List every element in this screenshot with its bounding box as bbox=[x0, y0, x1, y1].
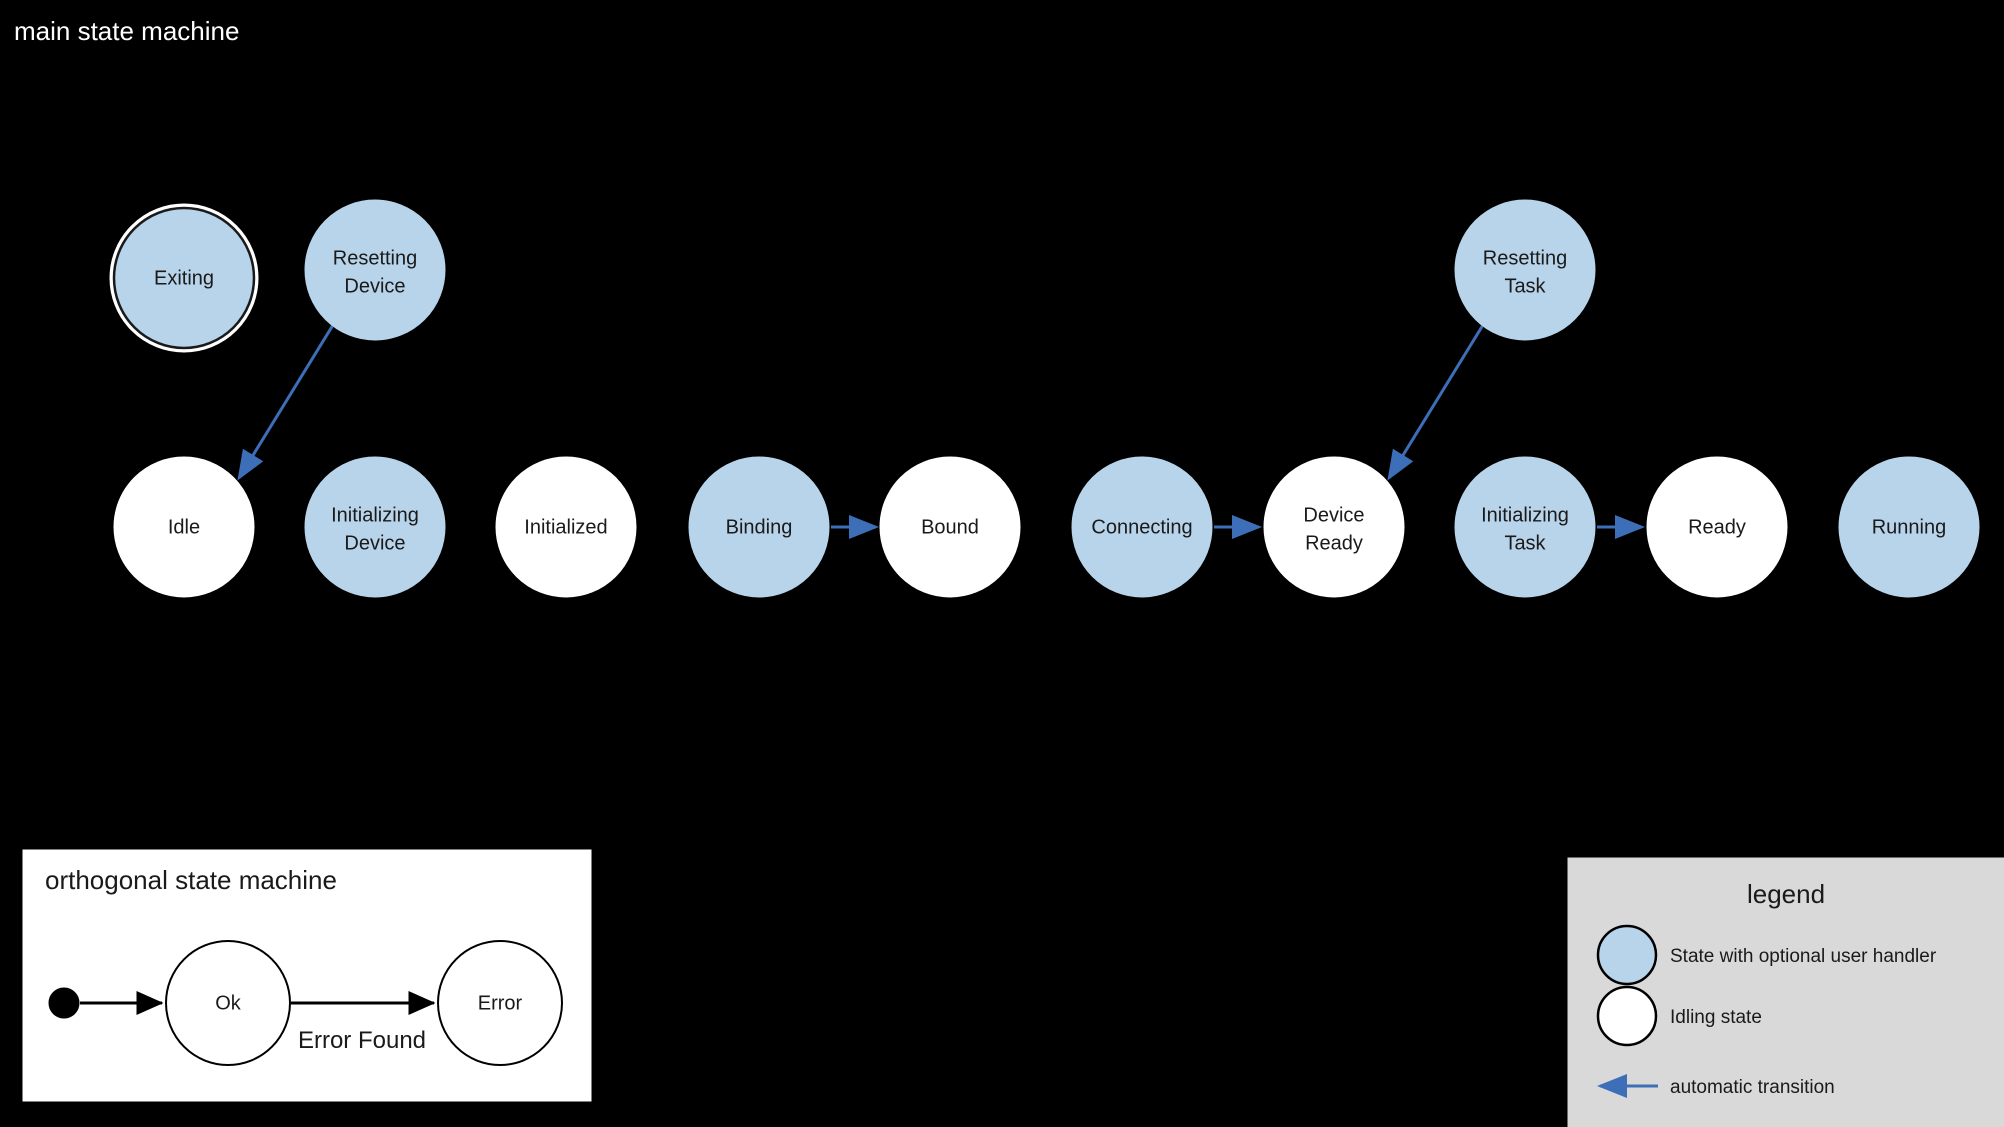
legend-swatch-white-circle-icon bbox=[1596, 985, 1658, 1047]
page-title: main state machine bbox=[14, 16, 239, 46]
legend-item-handler-state: State with optional user handler bbox=[1596, 924, 1937, 986]
legend-item-label: State with optional user handler bbox=[1670, 946, 1937, 967]
orthogonal-panel-title: orthogonal state machine bbox=[45, 865, 337, 895]
state-node-initialized[interactable]: Initialized bbox=[495, 456, 637, 598]
state-circle bbox=[688, 456, 830, 598]
state-label-line2: Task bbox=[1504, 275, 1546, 297]
legend-title: legend bbox=[1747, 879, 1825, 909]
ortho-state-node-error[interactable]: Error bbox=[437, 940, 563, 1066]
legend-panel: legend State with optional user handler … bbox=[1567, 857, 2004, 1127]
state-label-line2: Task bbox=[1504, 532, 1546, 554]
state-circle bbox=[495, 456, 637, 598]
state-label: Idle bbox=[168, 516, 200, 538]
state-circle bbox=[165, 940, 291, 1066]
state-node-bound[interactable]: Bound bbox=[879, 456, 1021, 598]
transition-layer bbox=[237, 324, 1645, 539]
state-circle bbox=[112, 206, 256, 350]
state-label: Connecting bbox=[1091, 516, 1192, 538]
state-label: Ready bbox=[1688, 516, 1746, 538]
transition-resetting-device-to-idle bbox=[237, 324, 335, 481]
state-circle bbox=[1454, 456, 1596, 598]
state-circle bbox=[1071, 456, 1213, 598]
state-label-line1: Device bbox=[1303, 504, 1364, 526]
state-node-exiting[interactable]: Exiting bbox=[109, 203, 259, 353]
initial-state-dot[interactable] bbox=[48, 987, 80, 1019]
state-circle bbox=[437, 940, 563, 1066]
legend-item-idling-state: Idling state bbox=[1596, 985, 1762, 1047]
state-label-line1: Initializing bbox=[331, 504, 419, 526]
state-circle bbox=[1646, 456, 1788, 598]
edge-label-error-found: Error Found bbox=[298, 1027, 426, 1054]
state-node-initializing-task[interactable]: Initializing Task bbox=[1454, 456, 1596, 598]
state-node-idle[interactable]: Idle bbox=[113, 456, 255, 598]
state-label-line2: Ready bbox=[1305, 532, 1363, 554]
state-circle bbox=[304, 456, 446, 598]
state-node-binding[interactable]: Binding bbox=[688, 456, 830, 598]
state-node-resetting-task[interactable]: Resetting Task bbox=[1454, 199, 1596, 341]
state-circle bbox=[304, 199, 446, 341]
legend-swatch-blue-circle-icon bbox=[1596, 924, 1658, 986]
orthogonal-state-machine-panel: orthogonal state machine Ok Error Found … bbox=[21, 848, 593, 1103]
state-node-running[interactable]: Running bbox=[1838, 456, 1980, 598]
state-label-line1: Initializing bbox=[1481, 504, 1569, 526]
state-label-line1: Resetting bbox=[333, 247, 418, 269]
state-label-line1: Resetting bbox=[1483, 247, 1568, 269]
state-label: Ok bbox=[215, 992, 242, 1014]
state-circle bbox=[1263, 456, 1405, 598]
state-node-ready[interactable]: Ready bbox=[1646, 456, 1788, 598]
state-label-line2: Device bbox=[344, 275, 405, 297]
state-label: Initialized bbox=[524, 516, 607, 538]
state-circle bbox=[1454, 199, 1596, 341]
state-node-device-ready[interactable]: Device Ready bbox=[1263, 456, 1405, 598]
state-label: Exiting bbox=[154, 267, 214, 289]
state-node-resetting-device[interactable]: Resetting Device bbox=[304, 199, 446, 341]
state-label: Error bbox=[478, 992, 523, 1014]
state-node-initializing-device[interactable]: Initializing Device bbox=[304, 456, 446, 598]
state-label-line2: Device bbox=[344, 532, 405, 554]
transition-resetting-task-to-device-ready bbox=[1387, 324, 1485, 481]
legend-item-label: Idling state bbox=[1670, 1007, 1762, 1028]
state-node-connecting[interactable]: Connecting bbox=[1071, 456, 1213, 598]
legend-item-automatic-transition: automatic transition bbox=[1597, 1074, 1835, 1098]
legend-item-label: automatic transition bbox=[1670, 1077, 1835, 1098]
state-circle bbox=[113, 456, 255, 598]
state-circle bbox=[879, 456, 1021, 598]
state-circle bbox=[1838, 456, 1980, 598]
state-label: Bound bbox=[921, 516, 979, 538]
ortho-state-node-ok[interactable]: Ok bbox=[165, 940, 291, 1066]
state-label: Binding bbox=[726, 516, 793, 538]
state-label: Running bbox=[1872, 516, 1947, 538]
